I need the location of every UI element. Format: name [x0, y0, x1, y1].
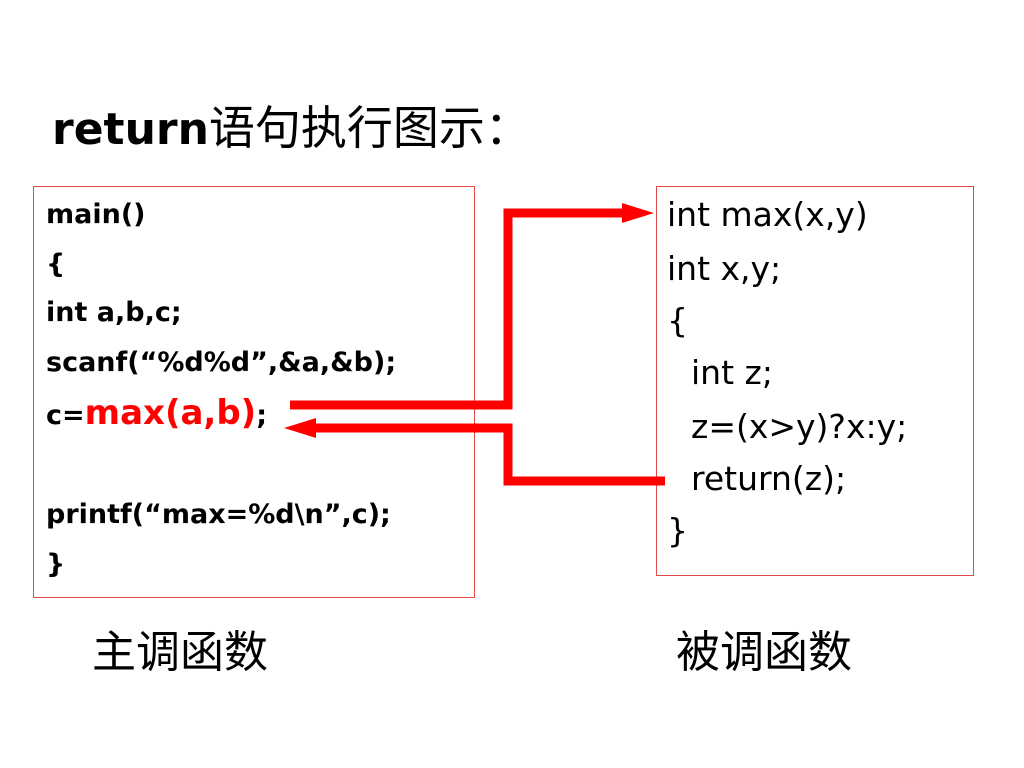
caller-line-close-brace: } [46, 549, 66, 580]
callee-line-assign: z=(x>y)?x:y; [691, 407, 908, 446]
callee-line-close-brace: } [667, 511, 688, 550]
caller-line-call: c=max(a,b); [46, 395, 267, 434]
callee-line-signature: int max(x,y) [667, 195, 868, 234]
call-suffix: ; [256, 400, 268, 431]
caller-line-decl: int a,b,c; [46, 297, 182, 328]
title-text: 语句执行图示： [208, 101, 531, 155]
caller-caption: 主调函数 [92, 627, 268, 678]
callee-line-return: return(z); [691, 459, 847, 498]
caller-line-scanf: scanf(“%d%d”,&a,&b); [46, 347, 397, 378]
call-arrow [290, 203, 654, 410]
call-prefix: c= [46, 400, 85, 431]
call-arrow-head [622, 203, 654, 223]
slide-title: return语句执行图示： [52, 88, 531, 170]
callee-line-open-brace: { [667, 301, 688, 340]
callee-caption: 被调函数 [676, 627, 852, 678]
callee-line-params: int x,y; [667, 249, 782, 288]
call-highlight: max(a,b) [84, 393, 257, 433]
return-arrow [284, 418, 665, 486]
title-keyword: return [52, 104, 209, 155]
return-arrow-line [310, 423, 665, 486]
return-arrow-head [284, 418, 316, 438]
caller-code-box: main() { int a,b,c; scanf(“%d%d”,&a,&b);… [33, 186, 475, 598]
caller-line-main: main() [46, 199, 146, 230]
caller-line-open-brace: { [46, 249, 66, 280]
caller-line-printf: printf(“max=%d\n”,c); [46, 499, 391, 530]
call-arrow-line [290, 208, 628, 410]
callee-code-box: int max(x,y) int x,y; { int z; z=(x>y)?x… [656, 186, 974, 576]
callee-line-decl: int z; [691, 353, 773, 392]
